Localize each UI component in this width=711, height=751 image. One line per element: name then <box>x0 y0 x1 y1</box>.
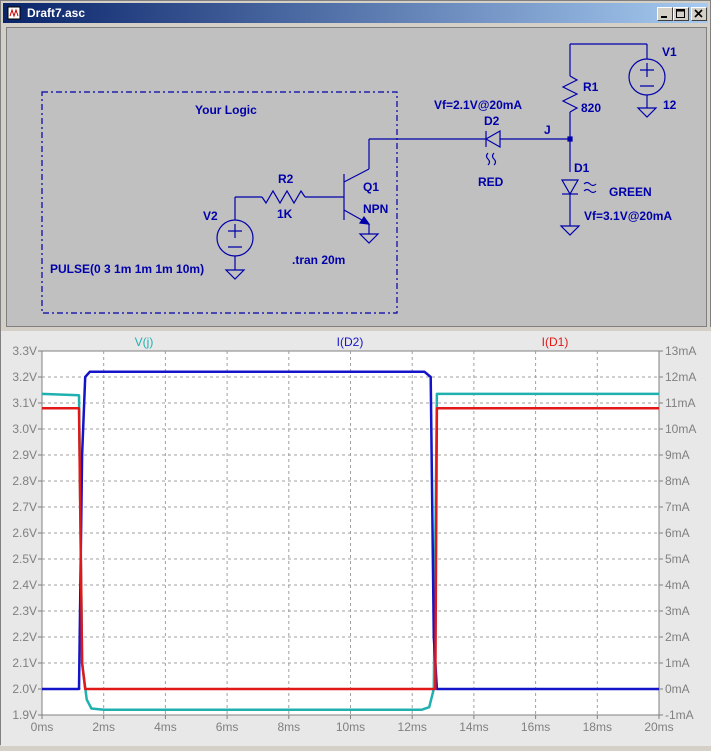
v2-name: V2 <box>203 209 218 223</box>
left-tick-label: 3.2V <box>12 370 37 384</box>
right-tick-label: 11mA <box>665 396 695 410</box>
x-tick-label: 14ms <box>459 720 488 734</box>
diode-d1[interactable] <box>560 179 580 196</box>
r2-value: 1K <box>277 207 293 221</box>
x-tick-label: 16ms <box>521 720 550 734</box>
transistor-q1[interactable] <box>343 139 371 234</box>
node-label-j: J <box>544 123 551 137</box>
right-tick-label: 1mA <box>665 656 690 670</box>
title-bar[interactable]: Draft7.asc <box>3 3 708 23</box>
schematic-file-icon <box>7 6 21 20</box>
ground-v2 <box>224 269 246 280</box>
left-tick-label: 2.2V <box>12 630 37 644</box>
tran-directive: .tran 20m <box>292 253 345 267</box>
logic-box-label: Your Logic <box>195 103 257 117</box>
resistor-r2[interactable] <box>261 189 306 205</box>
right-tick-label: 0mA <box>665 682 690 696</box>
maximize-icon <box>676 9 685 18</box>
v1-value: 12 <box>663 98 677 112</box>
d1-color: GREEN <box>609 185 652 199</box>
left-tick-label: 2.4V <box>12 578 37 592</box>
d2-color: RED <box>478 175 504 189</box>
trace-label-id2[interactable]: I(D2) <box>337 335 364 349</box>
voltage-source-v2[interactable] <box>216 219 254 270</box>
right-tick-label: 12mA <box>665 370 696 384</box>
logic-box <box>41 91 398 314</box>
right-tick-label: 6mA <box>665 526 690 540</box>
ground-q1 <box>358 233 380 244</box>
x-tick-label: 6ms <box>216 720 239 734</box>
left-tick-label: 2.0V <box>12 682 37 696</box>
left-tick-label: 3.3V <box>12 344 37 358</box>
x-tick-label: 10ms <box>336 720 365 734</box>
right-tick-label: 7mA <box>665 500 690 514</box>
right-tick-label: -1mA <box>665 708 694 722</box>
voltage-source-v1[interactable] <box>570 43 666 108</box>
waveform-viewer[interactable]: 3.3V 13mA 3.2V 12mA 3.1V 11mA 3.0V 10mA 2.9V 9mA 2… <box>1 331 711 746</box>
x-tick-label: 4ms <box>154 720 177 734</box>
left-tick-label: 2.3V <box>12 604 37 618</box>
right-tick-label: 9mA <box>665 448 690 462</box>
left-tick-label: 2.5V <box>12 552 37 566</box>
q1-model: NPN <box>363 202 388 216</box>
x-tick-label: 12ms <box>398 720 427 734</box>
diode-d2[interactable] <box>484 129 501 149</box>
d2-vf: Vf=2.1V@20mA <box>434 98 522 112</box>
left-tick-label: 2.7V <box>12 500 37 514</box>
resistor-r1[interactable] <box>561 44 579 172</box>
close-icon <box>694 9 703 18</box>
v1-name: V1 <box>662 45 677 59</box>
d2-name: D2 <box>484 114 500 128</box>
left-tick-label: 3.1V <box>12 396 37 410</box>
left-tick-label: 1.9V <box>12 708 37 722</box>
d1-name: D1 <box>574 161 590 175</box>
left-tick-label: 2.8V <box>12 474 37 488</box>
right-tick-label: 4mA <box>665 578 690 592</box>
right-tick-label: 3mA <box>665 604 690 618</box>
close-button[interactable] <box>691 7 707 21</box>
right-tick-label: 10mA <box>665 422 696 436</box>
r2-name: R2 <box>278 172 294 186</box>
x-tick-label: 0ms <box>31 720 54 734</box>
right-tick-label: 8mA <box>665 474 690 488</box>
right-tick-label: 5mA <box>665 552 690 566</box>
minimize-icon <box>661 16 667 18</box>
x-tick-label: 18ms <box>583 720 612 734</box>
trace-label-vj[interactable]: V(j) <box>135 335 154 349</box>
left-tick-label: 2.1V <box>12 656 37 670</box>
pane-splitter[interactable] <box>1 327 711 331</box>
red-led-emission-icon <box>485 152 497 166</box>
left-tick-label: 3.0V <box>12 422 37 436</box>
ground-v1 <box>636 107 658 118</box>
q1-name: Q1 <box>363 180 379 194</box>
window-title: Draft7.asc <box>27 6 86 20</box>
v2-value: PULSE(0 3 1m 1m 1m 10m) <box>50 262 204 276</box>
d1-vf: Vf=3.1V@20mA <box>584 209 672 223</box>
maximize-button[interactable] <box>673 7 689 21</box>
x-tick-label: 20ms <box>644 720 673 734</box>
ground-d1 <box>559 225 581 236</box>
schematic-canvas[interactable]: Your Logic R1 820 V1 12 Vf=2.1V@20mA D2 … <box>6 27 707 327</box>
r1-name: R1 <box>583 80 599 94</box>
trace-label-id1[interactable]: I(D1) <box>542 335 569 349</box>
right-tick-label: 2mA <box>665 630 690 644</box>
left-tick-label: 2.6V <box>12 526 37 540</box>
x-tick-label: 8ms <box>277 720 300 734</box>
green-led-emission-icon <box>583 181 597 194</box>
minimize-button[interactable] <box>657 7 673 21</box>
right-tick-label: 13mA <box>665 344 696 358</box>
x-tick-label: 2ms <box>92 720 115 734</box>
waveform-plot[interactable]: 3.3V 13mA 3.2V 12mA 3.1V 11mA 3.0V 10mA 2.9V 9mA 2… <box>1 331 711 746</box>
trace-id1[interactable] <box>42 406 659 691</box>
left-tick-label: 2.9V <box>12 448 37 462</box>
r1-value: 820 <box>581 101 601 115</box>
